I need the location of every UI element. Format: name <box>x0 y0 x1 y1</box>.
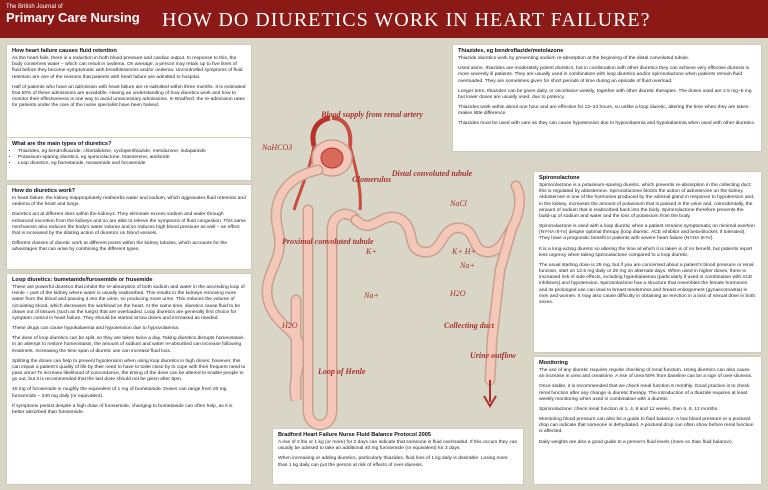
paragraph: The usual starting dose is 25 mg, but if… <box>539 262 756 305</box>
paragraph: These drugs can cause hypokalaemia and h… <box>12 326 180 332</box>
paragraph: Spironolactone: check renal function at … <box>539 406 719 412</box>
paragraph: Thiazides work within about one hour and… <box>458 105 749 117</box>
brand-small: The British Journal of <box>6 4 63 10</box>
paragraph: The dose of loop diuretics can be split,… <box>12 336 245 354</box>
paragraph: Once stable, it is recommended that we c… <box>539 384 750 402</box>
box-title: Thiazides, eg bendroflazide/metolazone <box>458 48 564 54</box>
box-title: Spironolactone <box>539 175 580 181</box>
paragraph: Monitoring blood pressure can also be a … <box>539 417 754 435</box>
paragraph: Different classes of diuretic work at di… <box>12 241 228 253</box>
label-urine-outflow: Urine outflow <box>470 351 517 360</box>
paragraph: When increasing or adding diuretics, par… <box>278 456 508 468</box>
urine-arrow <box>483 380 497 408</box>
label-h2o-left: H2O <box>281 321 298 330</box>
label-nahco3: NaHCO3 <box>261 143 292 152</box>
box-title: Loop diuretics: bumetanide/furosemide or… <box>12 277 153 283</box>
list-item: Thiazides, eg bendrofluazide, chlortalid… <box>18 149 246 155</box>
box-title: What are the main types of diuretics? <box>12 141 112 147</box>
box-title: How heart failure causes fluid retention <box>12 48 117 54</box>
box-monitoring: Monitoring The use of any diuretic requi… <box>533 356 762 485</box>
label-h2o-right: H2O <box>449 289 466 298</box>
list-item: Potassium-sparing diuretics, eg spironol… <box>18 155 246 161</box>
paragraph: These are powerful diuretics that inhibi… <box>12 285 245 321</box>
paragraph: Spironolactone is a potassium-sparing di… <box>539 183 755 219</box>
box-title: Monitoring <box>539 360 568 366</box>
box-thiazides: Thiazides, eg bendroflazide/metolazone T… <box>452 44 762 152</box>
paragraph: As the heart fails, there is a reduction… <box>12 56 243 80</box>
label-distal-tubule: Distal convoluted tubule <box>391 169 473 178</box>
diuretic-list: Thiazides, eg bendrofluazide, chlortalid… <box>12 149 246 167</box>
page-title: HOW DO DIURETICS WORK IN HEART FAILURE? <box>162 9 651 31</box>
box-how-diuretics-work: How do diuretics work? In heart failure,… <box>6 184 252 270</box>
paragraph: Thiazide diuretics work by preventing so… <box>458 56 690 61</box>
label-blood-supply: Blood supply from renal artery <box>320 110 423 119</box>
list-item: Loop diuretics, eg bumetanide, torasemid… <box>18 161 246 167</box>
paragraph: 40 mg of furosemide is roughly the equiv… <box>12 387 227 399</box>
paragraph: Splitting the doses can help to prevent … <box>12 358 246 383</box>
paragraph: In heart failure, the kidney inappropria… <box>12 196 246 208</box>
paragraph: Used alone, thiazides are moderately pot… <box>458 66 750 84</box>
label-k-left: K+ <box>365 247 377 256</box>
paragraph: Diuretics act at different sites within … <box>12 212 246 236</box>
box-spironolactone: Spironolactone Spironolactone is a potas… <box>533 171 762 353</box>
box-bradford-protocol: Bradford Heart Failure Nurse Fluid Balan… <box>272 428 524 485</box>
efferent-vessel <box>331 116 353 147</box>
box-title: How do diuretics work? <box>12 188 76 194</box>
label-k-h: K+ H+ <box>451 247 476 256</box>
header-bar: The British Journal of Primary Care Nurs… <box>0 0 768 38</box>
label-glomerulus: Glomerulus <box>352 175 391 184</box>
paragraph: Thiazides must be used with care as they… <box>458 121 756 127</box>
journal-logo: The British Journal of Primary Care Nurs… <box>6 4 140 24</box>
label-collecting-duct: Collecting duct <box>444 321 495 330</box>
brand-large: Primary Care Nursing <box>6 10 140 25</box>
box-title: Bradford Heart Failure Nurse Fluid Balan… <box>278 432 431 438</box>
label-nacl: NaCl <box>449 199 468 208</box>
box-diuretic-types: What are the main types of diuretics? Th… <box>6 137 252 181</box>
label-proximal-tubule: Proximal convoluted tubule <box>282 237 374 246</box>
renal-artery <box>310 115 331 147</box>
paragraph: Half of patients who have an admission w… <box>12 84 246 109</box>
label-na-right: Na+ <box>459 261 475 270</box>
paragraph: Longer term, thiazides can be given dail… <box>458 88 752 100</box>
paragraph: A rise of 2 lbs or 1 kg (or more) for 2 … <box>278 440 518 452</box>
label-loop-of-henle: Loop of Henle <box>317 367 366 376</box>
paragraph: If symptoms persist despite a high dose … <box>12 403 233 415</box>
box-loop-diuretics: Loop diuretics: bumetanide/furosemide or… <box>6 273 252 485</box>
label-na-left: Na+ <box>363 291 379 300</box>
paragraph: Daily weights are also a good guide to a… <box>539 439 733 445</box>
paragraph: Spironolactone is used with a loop diure… <box>539 224 755 242</box>
paragraph: It is a long-acting diuretic so altering… <box>539 246 753 258</box>
paragraph: The use of any diuretic requires regular… <box>539 368 753 380</box>
